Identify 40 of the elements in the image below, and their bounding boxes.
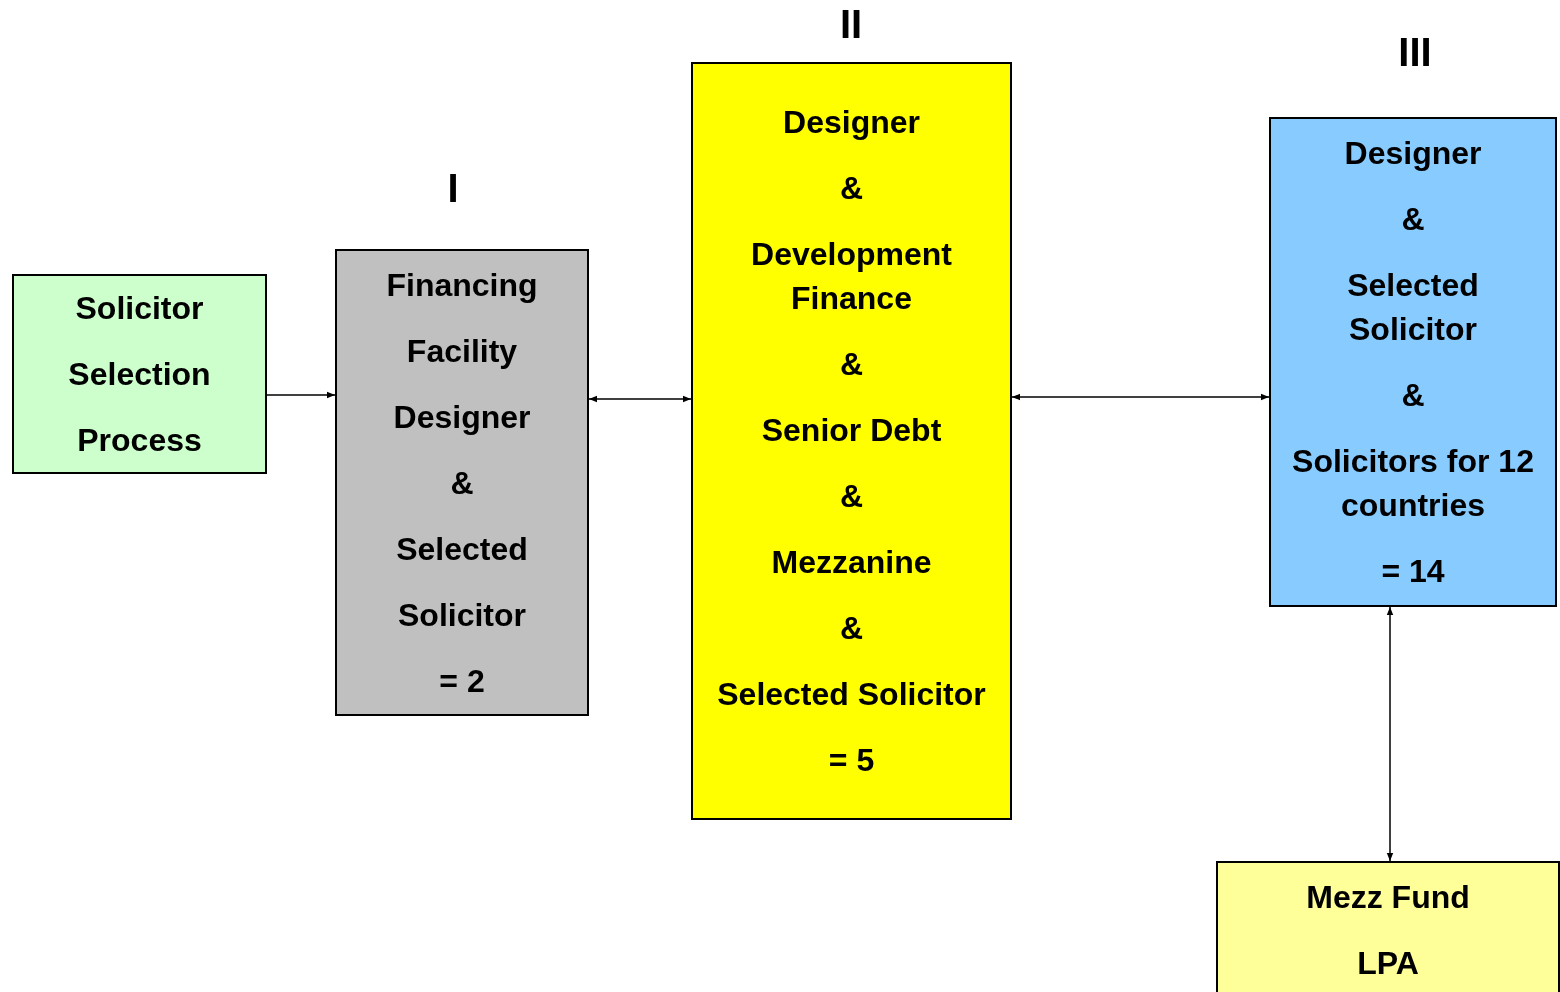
box-text: Development Finance (750, 235, 953, 318)
box-text: Designer (783, 103, 920, 142)
column-heading: II (839, 2, 863, 46)
box-text: Senior Debt (761, 411, 942, 450)
box-text: & (839, 477, 864, 516)
process-box (1269, 117, 1557, 607)
box-text: Financing (386, 265, 538, 305)
box-text: Facility (406, 331, 518, 371)
column-heading: III (1398, 30, 1432, 74)
box-text: & (1401, 376, 1425, 415)
box-text: Selected Solicitor (717, 675, 986, 714)
arrow (266, 391, 336, 399)
arrow (588, 395, 692, 403)
box-text: & (839, 169, 864, 208)
box-text: Selected (396, 529, 528, 569)
box-text: Selection (68, 355, 211, 394)
process-box (691, 62, 1012, 820)
box-text: = 5 (828, 741, 875, 780)
box-text: = 14 (1381, 552, 1445, 591)
process-box (12, 274, 267, 474)
box-text: Solicitor (398, 595, 526, 635)
column-heading: I (447, 166, 459, 210)
box-text: Designer (393, 397, 531, 437)
process-box (1216, 861, 1560, 992)
box-text: Selected Solicitor (1346, 266, 1480, 349)
box-text: & (839, 609, 864, 648)
box-text: Process (77, 421, 202, 460)
box-text: & (450, 463, 474, 503)
arrow (1386, 606, 1394, 862)
box-text: Designer (1344, 134, 1482, 173)
arrow (1011, 393, 1270, 401)
box-text: Solicitors for 12 countries (1291, 442, 1535, 525)
box-text: Mezzanine (771, 543, 932, 582)
box-text: & (1401, 200, 1425, 239)
box-text: Mezz Fund (1306, 878, 1470, 917)
process-box (335, 249, 589, 716)
box-text: = 2 (439, 661, 485, 701)
box-text: Solicitor (75, 289, 204, 328)
box-text: LPA (1357, 944, 1419, 983)
box-text: & (839, 345, 864, 384)
